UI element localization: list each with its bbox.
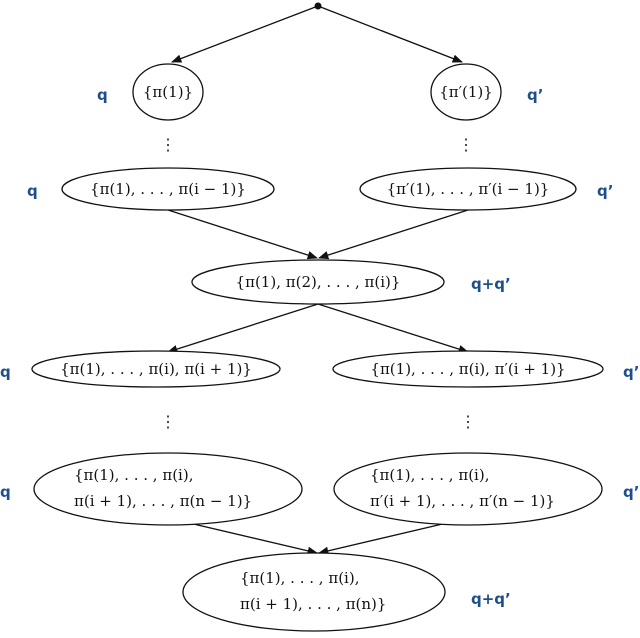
weight-q-plus-q-prime-row3: q+q’ (471, 275, 511, 293)
weight-q-plus-q-prime-row6: q+q’ (471, 590, 511, 608)
node-pi-prime-to-n-minus-1-line1: {π(1), . . . , π(i), (370, 466, 489, 484)
node-pi-1-shape (132, 63, 204, 121)
node-pi-to-n-line2: π(i + 1), . . . , π(n)} (240, 595, 386, 613)
node-pi-to-i-label: {π(1), π(2), . . . , π(i)} (236, 273, 401, 291)
weight-q-prime-row1: q’ (527, 86, 543, 104)
ellipsis-left-lower: ⋮ (160, 412, 176, 431)
edge-left-to-merge-i (167, 209, 318, 260)
edge-merge-i-to-left (167, 303, 319, 354)
node-pi-to-i-minus-1-label: {π(1), . . . , π(i − 1)} (90, 180, 246, 198)
ellipsis-left-upper: ⋮ (160, 135, 176, 154)
node-pi-prime-to-i-minus-1-shape (359, 167, 577, 211)
node-pi-to-i-pi-prime-i-plus-1-label: {π(1), . . . , π(i), π′(i + 1)} (370, 360, 565, 378)
edge-merge-i-to-right (317, 303, 469, 354)
node-pi-to-n-minus-1-shape (33, 452, 303, 526)
weight-q-prime-row2: q’ (597, 182, 613, 200)
node-pi-prime-1-label: {π′(1)} (439, 83, 493, 101)
node-pi-to-i-plus-1-label: {π(1), . . . , π(i), π(i + 1)} (60, 360, 252, 378)
weight-q-row5: q (0, 483, 11, 501)
node-pi-to-n-line1: {π(1), . . . , π(i), (240, 569, 359, 587)
edge-root-to-pi-1 (171, 5, 319, 63)
node-pi-to-n-minus-1-line2: π(i + 1), . . . , π(n − 1)} (74, 492, 252, 510)
node-pi-to-i-shape (191, 259, 445, 305)
node-pi-prime-to-n-minus-1-line2: π′(i + 1), . . . , π′(n − 1)} (370, 492, 555, 510)
weight-q-row4: q (0, 363, 11, 381)
node-pi-to-i-plus-1-shape (31, 350, 281, 388)
weight-q-row1: q (97, 86, 108, 104)
edge-root-to-pi-prime-1 (317, 5, 463, 63)
ellipsis-right-lower: ⋮ (460, 412, 476, 431)
ellipsis-right-upper: ⋮ (458, 135, 474, 154)
node-pi-prime-to-i-minus-1-label: {π′(1), . . . , π′(i − 1)} (387, 180, 550, 198)
node-pi-to-n-shape (182, 552, 446, 632)
node-pi-prime-1-shape (430, 63, 502, 121)
weight-q-prime-row4: q’ (623, 363, 639, 381)
node-pi-to-n-minus-1-line1: {π(1), . . . , π(i), (74, 466, 193, 484)
node-pi-to-i-minus-1-shape (61, 167, 275, 211)
weight-q-prime-row5: q’ (623, 483, 639, 501)
node-pi-1-label: {π(1)} (143, 83, 193, 101)
weight-q-row2: q (27, 182, 38, 200)
node-pi-to-i-pi-prime-i-plus-1-shape (332, 350, 604, 388)
node-pi-prime-to-n-minus-1-shape (333, 452, 603, 526)
edge-right-to-merge-i (318, 209, 469, 260)
